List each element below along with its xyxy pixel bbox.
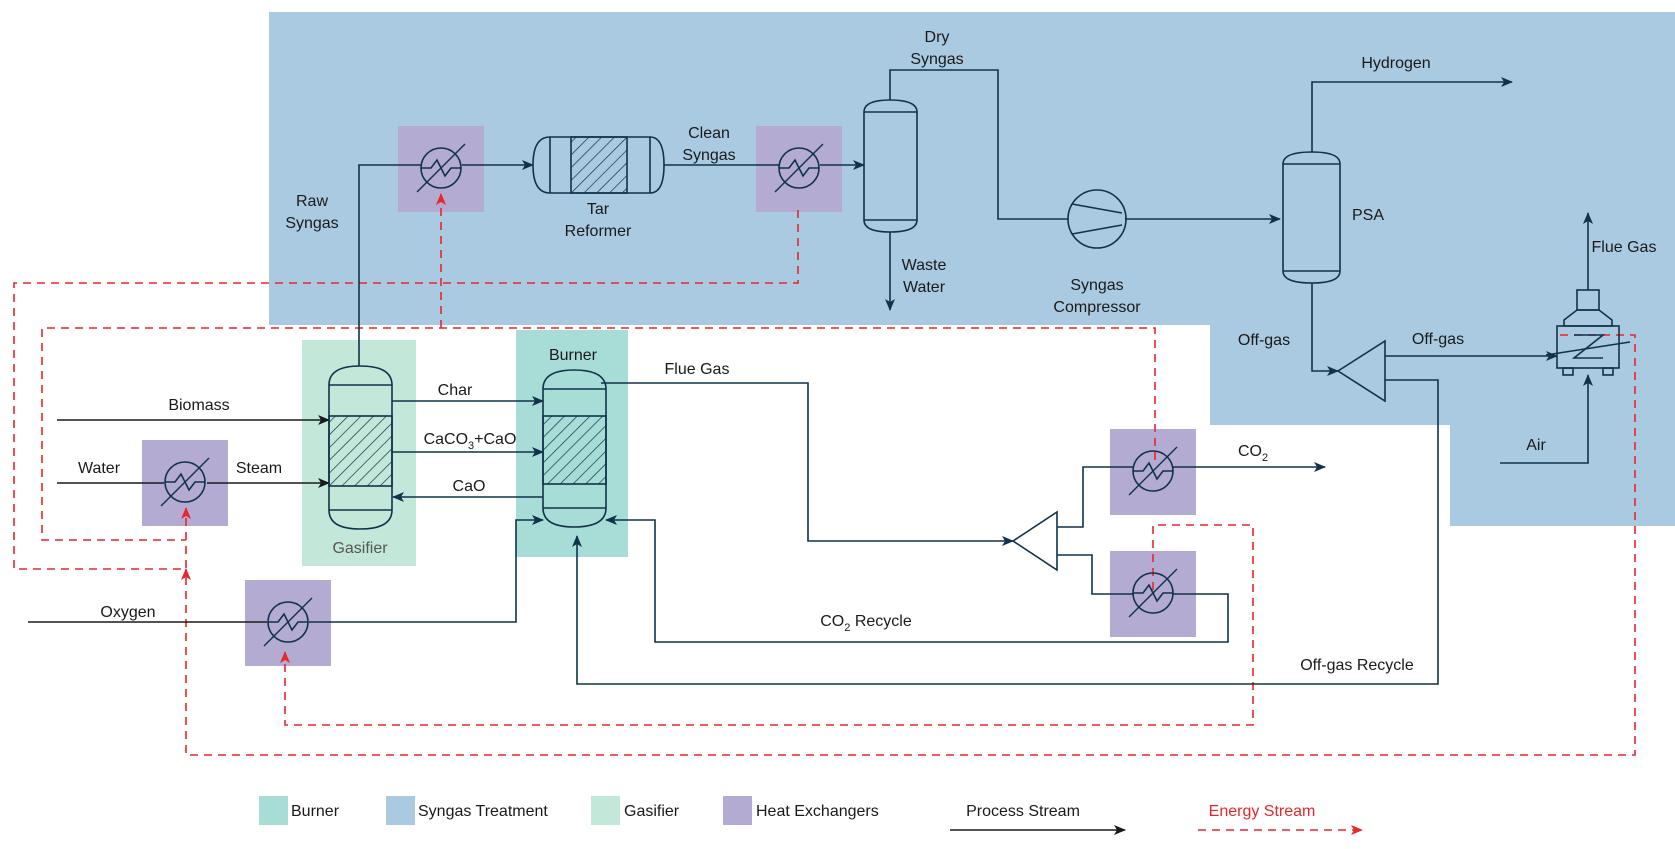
label-burner: Burner bbox=[549, 347, 598, 364]
label-waste-water-line2: Water bbox=[903, 279, 946, 296]
stream-dry-syngas bbox=[889, 69, 1068, 220]
label-co2: CO2 bbox=[1238, 443, 1268, 464]
label-water: Water bbox=[78, 460, 121, 477]
label-hydrogen: Hydrogen bbox=[1361, 55, 1430, 72]
heat-exchanger-diagonal bbox=[416, 143, 466, 193]
label-off-gas-right: Off-gas bbox=[1412, 331, 1464, 348]
label-air: Air bbox=[1526, 437, 1546, 454]
stream-air bbox=[1500, 374, 1593, 464]
legend: Burner Syngas Treatment Gasifier Heat Ex… bbox=[259, 796, 1363, 835]
label-syngas-compressor-line1: Syngas bbox=[1070, 277, 1123, 294]
label-oxygen: Oxygen bbox=[100, 604, 155, 621]
label-steam: Steam bbox=[236, 460, 282, 477]
co2-splitter bbox=[1011, 510, 1058, 572]
stream-hydrogen bbox=[1311, 77, 1513, 152]
heat-exchanger-diagonal bbox=[774, 143, 824, 193]
tar-reformer bbox=[532, 136, 665, 194]
legend-swatch-gasifier bbox=[591, 796, 620, 825]
label-clean-syngas-line2: Syngas bbox=[682, 147, 735, 164]
label-syngas-compressor-line2: Compressor bbox=[1053, 299, 1141, 316]
gasifier-vessel bbox=[328, 365, 393, 530]
heat-exchanger-diagonal bbox=[263, 597, 313, 647]
legend-swatch-burner bbox=[259, 796, 288, 825]
stream-raw-syngas bbox=[358, 164, 421, 366]
stream-psa-off-gas bbox=[1311, 283, 1339, 376]
label-waste-water-line1: Waste bbox=[902, 257, 947, 274]
process-streams bbox=[28, 69, 1593, 685]
psa-column bbox=[1282, 151, 1341, 284]
heat-exchanger-diagonal bbox=[1128, 568, 1178, 618]
label-off-gas-recycle: Off-gas Recycle bbox=[1300, 657, 1414, 674]
burner-vessel bbox=[542, 369, 607, 528]
label-caco3-cao: CaCO3+CaO bbox=[424, 431, 517, 452]
energy-streams bbox=[13, 193, 1636, 756]
label-psa: PSA bbox=[1352, 207, 1384, 224]
legend-label-burner: Burner bbox=[291, 803, 340, 820]
stream-co2-recycle-branch bbox=[1057, 554, 1133, 595]
label-tar-reformer-line2: Reformer bbox=[565, 223, 632, 240]
label-co2-recycle: CO2 Recycle bbox=[820, 613, 912, 634]
label-gasifier: Gasifier bbox=[332, 540, 388, 557]
label-flue-gas-heater: Flue Gas bbox=[1592, 239, 1657, 256]
label-dry-syngas-line2: Syngas bbox=[910, 51, 963, 68]
heat-exchanger-symbols bbox=[160, 143, 1178, 647]
syngas-treatment-region bbox=[269, 12, 1675, 526]
stream-co2-up bbox=[1057, 466, 1133, 528]
energy-stream-psa-loop bbox=[181, 334, 1636, 756]
heat-exchanger-diagonal bbox=[1128, 446, 1178, 496]
label-biomass: Biomass bbox=[168, 397, 229, 414]
label-cao: CaO bbox=[453, 478, 486, 495]
labels: Raw Syngas Clean Syngas Dry Syngas Tar R… bbox=[78, 29, 1657, 674]
label-tar-reformer-line1: Tar bbox=[587, 201, 610, 218]
legend-label-syngas-treatment: Syngas Treatment bbox=[418, 803, 548, 820]
label-clean-syngas-line1: Clean bbox=[688, 125, 730, 142]
legend-label-gasifier: Gasifier bbox=[624, 803, 680, 820]
heat-exchanger-diagonal bbox=[160, 457, 210, 507]
legend-label-heat-exchangers: Heat Exchangers bbox=[756, 803, 879, 820]
energy-stream-clean-syngas-hx bbox=[13, 210, 799, 570]
legend-label-energy-stream: Energy Stream bbox=[1209, 803, 1316, 820]
label-raw-syngas-line1: Raw bbox=[296, 193, 328, 210]
legend-swatch-heat-exchangers bbox=[723, 796, 752, 825]
stream-off-gas-recycle bbox=[572, 379, 1439, 685]
stream-flue-gas-burner bbox=[601, 382, 1014, 546]
flash-separator bbox=[863, 99, 918, 233]
legend-swatch-syngas-treatment bbox=[386, 796, 415, 825]
label-off-gas-left: Off-gas bbox=[1238, 332, 1290, 349]
label-dry-syngas-line1: Dry bbox=[925, 29, 950, 46]
label-raw-syngas-line2: Syngas bbox=[285, 215, 338, 232]
fired-heater bbox=[1545, 289, 1631, 376]
energy-stream-co2-recycle-hx bbox=[280, 524, 1254, 726]
stream-oxygen-to-burner bbox=[309, 515, 544, 623]
label-char: Char bbox=[438, 382, 473, 399]
syngas-compressor bbox=[1067, 189, 1127, 249]
energy-stream-raw-syngas-hx bbox=[41, 327, 1156, 541]
off-gas-mixer bbox=[1336, 339, 1386, 403]
label-flue-gas-burner: Flue Gas bbox=[665, 361, 730, 378]
stream-co2-recycle bbox=[605, 515, 1229, 643]
legend-label-process-stream: Process Stream bbox=[966, 803, 1080, 820]
